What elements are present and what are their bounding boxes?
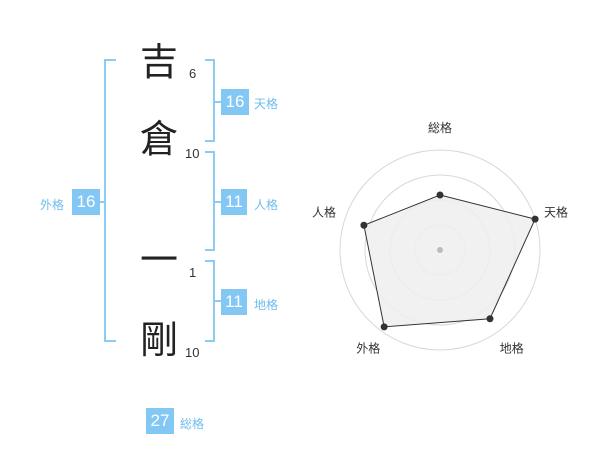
jinkaku-value: 11 [221,189,247,215]
name-char-3: 一 [139,238,178,282]
name-char-1: 吉 [139,40,178,84]
radar-axis-label: 人格 [312,204,336,219]
gaikaku-bracket [104,59,116,342]
name-char-4: 剛 [139,318,178,362]
tenkaku-bracket [205,59,215,142]
radar-area [363,194,536,328]
radar-axis-label: 総格 [428,120,452,135]
radar-axis-label: 外格 [356,341,380,356]
gaikaku-connector [98,201,104,203]
soukaku-value: 27 [146,408,174,434]
stroke-count-1: 6 [189,66,197,81]
stroke-count-4: 10 [185,345,200,360]
chikaku-value: 11 [221,289,247,315]
tenkaku-value: 16 [221,89,249,115]
chikaku-bracket [205,260,215,342]
jinkaku-label: 人格 [254,198,279,212]
name-char-2: 倉 [139,117,178,161]
soukaku-label: 総格 [180,417,205,431]
tenkaku-label: 天格 [254,97,279,111]
gaikaku-label: 外格 [40,198,65,212]
radar-center [437,247,443,253]
radar-point [380,323,388,331]
chikaku-label: 地格 [254,298,279,312]
jinkaku-bracket [205,151,215,251]
radar-point [531,215,539,223]
radar-point [360,221,368,229]
radar-point [436,191,444,199]
gaikaku-value: 16 [72,189,100,215]
stroke-count-2: 10 [185,146,200,161]
stroke-count-3: 1 [189,265,197,280]
radar-point [486,315,494,323]
chikaku-connector [215,300,221,302]
radar-ring [339,149,541,351]
jinkaku-connector [215,201,221,203]
radar-axis-label: 天格 [544,204,568,219]
tenkaku-connector [215,101,221,103]
radar-axis-label: 地格 [500,341,524,356]
